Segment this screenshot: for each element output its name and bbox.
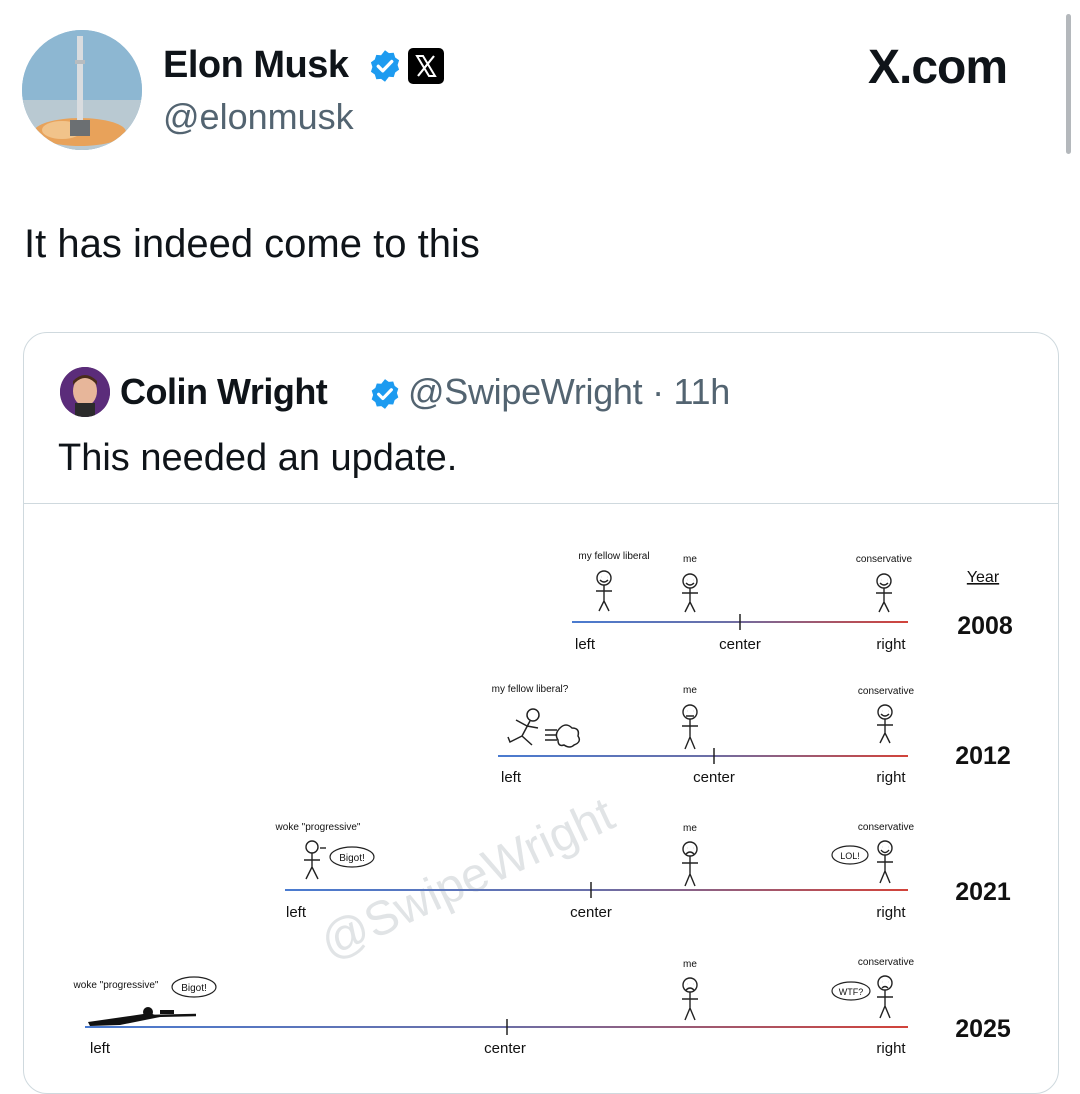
stick-figure-me bbox=[682, 841, 698, 887]
row-2021: left center right 2021 woke "progressive… bbox=[275, 822, 1011, 921]
x-logo-icon bbox=[408, 48, 444, 84]
stick-figure-me bbox=[682, 704, 698, 750]
stick-figure-me bbox=[682, 977, 698, 1021]
quoted-handle[interactable]: @SwipeWright bbox=[408, 371, 643, 412]
left-label: left bbox=[90, 1040, 111, 1057]
stick-figure-conservative bbox=[876, 573, 892, 613]
me-label: me bbox=[683, 554, 697, 565]
fellow-label: woke "progressive" bbox=[275, 822, 361, 833]
conservative-label: conservative bbox=[856, 554, 913, 565]
right-label: right bbox=[876, 1040, 906, 1057]
left-label: left bbox=[501, 769, 522, 786]
verified-badge-icon bbox=[368, 377, 402, 411]
year-label: 2012 bbox=[955, 742, 1011, 770]
laugh-text: LOL! bbox=[840, 851, 860, 861]
site-watermark: X.com bbox=[868, 41, 1008, 94]
prone-sniper-icon bbox=[88, 1007, 197, 1026]
author-handle[interactable]: @elonmusk bbox=[163, 96, 354, 137]
left-label: left bbox=[575, 636, 596, 653]
fellow-label: woke "progressive" bbox=[73, 980, 159, 991]
right-label: right bbox=[876, 904, 906, 921]
conservative-label: conservative bbox=[858, 686, 915, 697]
row-2012: left center right 2012 my fellow liberal… bbox=[492, 684, 1011, 786]
quoted-author-avatar[interactable] bbox=[60, 367, 110, 417]
row-2025: left center right 2025 woke "progressive… bbox=[73, 957, 1011, 1057]
tweet-text: It has indeed come to this bbox=[24, 222, 480, 266]
stick-figure-conservative bbox=[877, 975, 893, 1019]
scrollbar[interactable] bbox=[1066, 14, 1071, 154]
me-label: me bbox=[683, 823, 697, 834]
year-label: 2021 bbox=[955, 878, 1011, 906]
center-label: center bbox=[693, 769, 735, 786]
right-label: right bbox=[876, 636, 906, 653]
me-label: me bbox=[683, 685, 697, 696]
quoted-author-handle-time[interactable]: @SwipeWright · 11h bbox=[408, 371, 730, 413]
wtf-bubble bbox=[831, 981, 871, 1001]
stick-figure-fellow bbox=[596, 570, 612, 612]
speech-text: Bigot! bbox=[181, 983, 207, 994]
speech-text: Bigot! bbox=[339, 853, 365, 864]
stick-figure-me bbox=[682, 573, 698, 613]
stick-figure-conservative bbox=[877, 840, 893, 884]
center-label: center bbox=[484, 1040, 526, 1057]
wtf-text: WTF? bbox=[839, 987, 864, 997]
stick-figure-conservative bbox=[877, 704, 893, 744]
conservative-label: conservative bbox=[858, 957, 915, 968]
quoted-tweet-card[interactable]: Colin Wright @SwipeWright · 11h This nee… bbox=[23, 332, 1059, 1094]
left-label: left bbox=[286, 904, 307, 921]
row-2008: left center right 2008 my fellow liberal… bbox=[572, 551, 1013, 653]
speech-bubble bbox=[329, 846, 375, 868]
fellow-label: my fellow liberal bbox=[578, 551, 649, 562]
year-label: 2008 bbox=[957, 612, 1013, 640]
center-label: center bbox=[570, 904, 612, 921]
conservative-label: conservative bbox=[858, 822, 915, 833]
stick-figure-woke bbox=[304, 840, 326, 880]
year-header: Year bbox=[967, 569, 1000, 586]
laugh-bubble bbox=[831, 845, 869, 865]
center-label: center bbox=[719, 636, 761, 653]
author-name[interactable]: Elon Musk bbox=[163, 44, 349, 86]
fellow-label: my fellow liberal? bbox=[492, 684, 569, 695]
verified-badge-icon bbox=[367, 48, 403, 84]
media-divider bbox=[24, 503, 1058, 504]
quoted-text: This needed an update. bbox=[58, 437, 458, 479]
right-label: right bbox=[876, 769, 906, 786]
running-fellow-icon bbox=[507, 708, 581, 748]
quoted-timestamp[interactable]: · 11h bbox=[652, 371, 730, 412]
me-label: me bbox=[683, 959, 697, 970]
meme-watermark: @SwipeWright bbox=[312, 788, 622, 970]
year-label: 2025 bbox=[955, 1015, 1011, 1043]
author-avatar[interactable] bbox=[22, 30, 142, 150]
quoted-author-name[interactable]: Colin Wright bbox=[120, 371, 328, 412]
speech-bubble bbox=[171, 976, 217, 998]
